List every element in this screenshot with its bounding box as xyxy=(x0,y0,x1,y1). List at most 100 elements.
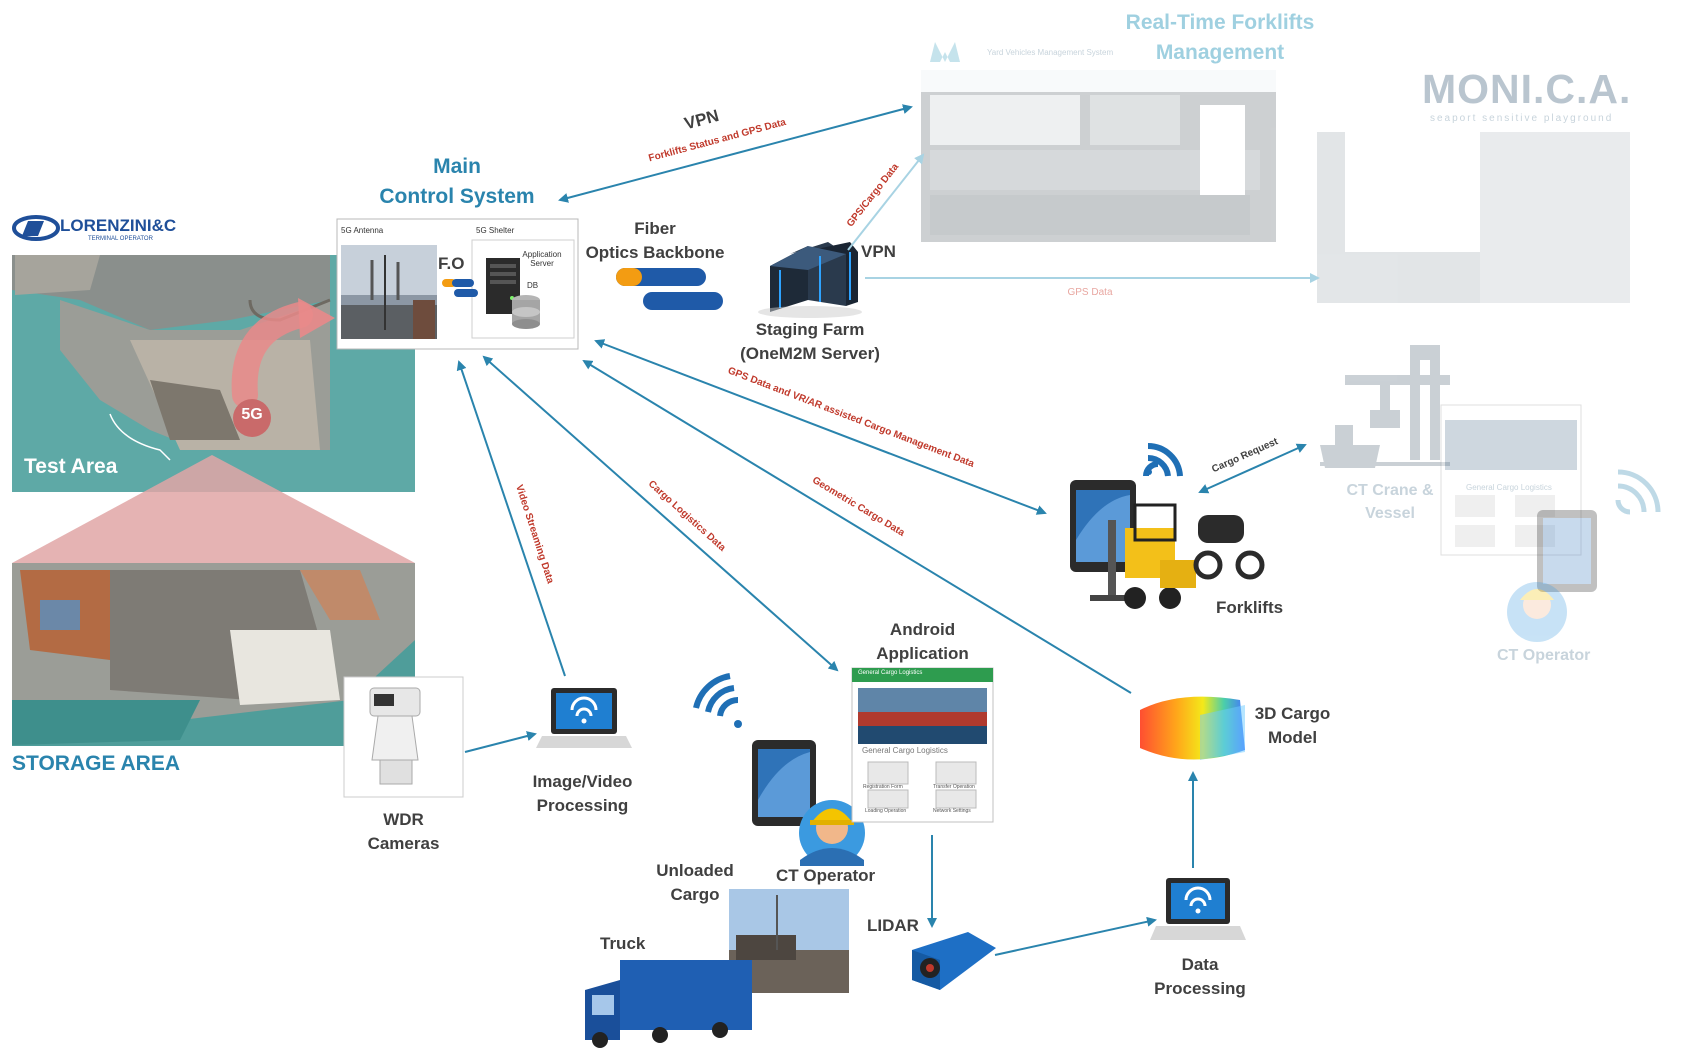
imgproc-label: Image/Video Processing xyxy=(510,770,655,818)
wdr-label: WDR Cameras xyxy=(344,808,463,856)
laptop-dataproc-icon xyxy=(1150,878,1246,940)
operator-right-icon xyxy=(1507,582,1567,642)
wifi-right-icon xyxy=(1615,469,1661,515)
storage-area-label: STORAGE AREA xyxy=(12,752,181,775)
app-server-label: Application Server xyxy=(522,250,562,268)
monica-tagline: seaport sensitive playground xyxy=(1430,113,1614,124)
wdr-camera-icon xyxy=(369,687,421,785)
arrow-lidar-dataproc xyxy=(994,916,1157,956)
unloaded-cargo-label-line1: Unloaded xyxy=(656,861,734,880)
yvms-logo-icon xyxy=(930,42,960,62)
tablet-forklift-icon xyxy=(1070,480,1136,572)
fiber-backbone-icon xyxy=(616,268,723,310)
cargo3d-label-line1: 3D Cargo xyxy=(1254,704,1331,723)
staging-vpn-label: VPN xyxy=(861,242,896,261)
crane-label: CT Crane & Vessel xyxy=(1330,479,1450,525)
forklift-mgmt-screenshot xyxy=(921,70,1276,242)
antenna-label: 5G Antenna xyxy=(341,226,384,235)
storage-area-map xyxy=(12,563,415,746)
forklift-mgmt-title-line2: Management xyxy=(1155,41,1285,64)
crane-icon xyxy=(1320,345,1450,468)
flow-label-video-stream: Video Streaming Data xyxy=(513,483,555,585)
monica-screenshot xyxy=(1317,132,1630,303)
cargo3d-label: 3D Cargo Model xyxy=(1240,702,1345,750)
database-icon xyxy=(512,295,540,329)
forklift-icon xyxy=(1090,503,1196,609)
ct-operator-icon xyxy=(799,800,865,866)
crane-app-screenshot xyxy=(1440,404,1582,556)
wifi-forklift-icon xyxy=(1143,442,1183,477)
arrow-staging-forklift-mgmt xyxy=(847,153,925,251)
android-btn-transfer: Transfer Operation xyxy=(933,784,975,790)
main-control-title-line2: Control System xyxy=(379,185,535,208)
dataproc-label-line1: Data xyxy=(1181,955,1219,974)
forklifts-label: Forklifts xyxy=(1216,598,1284,617)
forklift-mgmt-title: Real-Time Forklifts Management xyxy=(1090,8,1350,68)
wdr-label-line2: Cameras xyxy=(367,834,440,853)
flow-label-cargo-logistics: Cargo Logistics Data xyxy=(646,479,728,554)
android-label: Android Application xyxy=(850,618,995,666)
fiber-label-line2: Optics Backbone xyxy=(585,243,725,262)
truck-label: Truck xyxy=(600,934,646,953)
fo-label: F.O xyxy=(438,254,465,273)
main-control-title: Main Control System xyxy=(367,152,547,212)
unloaded-cargo-label: Unloaded Cargo xyxy=(640,859,750,907)
ct-operator-right-label: CT Operator xyxy=(1497,647,1591,664)
wdr-label-line1: WDR xyxy=(383,810,424,829)
laptop-imgproc-icon xyxy=(536,688,632,748)
imgproc-label-line2: Processing xyxy=(536,796,629,815)
tablet-center-icon xyxy=(752,740,816,826)
truck-icon xyxy=(585,960,752,1048)
staging-label-line1: Staging Farm xyxy=(755,320,865,339)
imgproc-label-line1: Image/Video xyxy=(532,772,633,791)
arrow-cargo-request xyxy=(1198,443,1307,494)
cargo-3d-model-icon xyxy=(1140,696,1245,760)
crane-label-line1: CT Crane & xyxy=(1346,482,1434,499)
main-control-title-line1: Main xyxy=(433,155,481,178)
fo-link-icon xyxy=(442,279,478,297)
android-app-screenshot xyxy=(851,667,994,823)
staging-label: Staging Farm (OneM2M Server) xyxy=(720,318,900,366)
company-logo-tagline: TERMINAL OPERATOR xyxy=(88,236,153,242)
staging-label-line2: (OneM2M Server) xyxy=(740,344,880,363)
android-label-line1: Android xyxy=(889,620,956,639)
yvms-app-title: Yard Vehicles Management System xyxy=(987,48,1114,57)
staging-server-icon xyxy=(758,242,862,318)
android-btn-loading: Loading Operation xyxy=(865,808,907,814)
unloaded-cargo-label-line2: Cargo xyxy=(670,885,720,904)
arrow-imgproc-main xyxy=(456,360,566,677)
forklift-mgmt-title-line1: Real-Time Forklifts xyxy=(1125,11,1315,34)
arrow-vpn-forklift-mgmt xyxy=(558,104,913,203)
shelter-label: 5G Shelter xyxy=(476,226,515,235)
android-btn-registration: Registration Form xyxy=(863,784,903,790)
android-app-header: General Cargo Logistics xyxy=(858,670,923,676)
android-app-title: General Cargo Logistics xyxy=(862,746,948,755)
android-label-line2: Application xyxy=(876,644,969,663)
badge-5g: 5G xyxy=(241,406,263,423)
db-label: DB xyxy=(527,281,539,290)
flow-label-gps-vr: GPS Data and VR/AR assisted Cargo Manage… xyxy=(726,365,976,470)
vr-headset-icon xyxy=(1193,515,1265,580)
test-area-label: Test Area xyxy=(24,455,118,478)
android-btn-network: Network Settings xyxy=(933,808,971,814)
zoom-fan xyxy=(12,455,415,563)
fiber-label-line1: Fiber xyxy=(634,219,676,238)
flow-label-cargo-request: Cargo Request xyxy=(1210,436,1280,475)
arrow-main-android xyxy=(482,355,839,672)
flow-label-gps-data: GPS Data xyxy=(1067,287,1112,298)
fiber-label: Fiber Optics Backbone xyxy=(580,217,730,265)
arrow-camera-imgproc xyxy=(464,731,537,753)
tablet-right-icon xyxy=(1537,510,1597,592)
company-logo-name: LORENZINI&C xyxy=(60,216,177,235)
flow-arrows xyxy=(456,104,1320,956)
lidar-icon xyxy=(912,932,996,990)
cargo3d-label-line2: Model xyxy=(1267,728,1318,747)
ct-operator-label: CT Operator xyxy=(776,866,876,885)
monica-logo: MONI.C.A. xyxy=(1422,66,1632,112)
flow-label-vpn-top: VPN xyxy=(682,106,721,133)
lorenzini-logo-icon xyxy=(12,215,60,241)
dataproc-label-line2: Processing xyxy=(1154,979,1246,998)
lidar-label: LIDAR xyxy=(867,916,919,935)
crane-app-title: General Cargo Logistics xyxy=(1466,483,1552,492)
crane-label-line2: Vessel xyxy=(1365,505,1415,522)
